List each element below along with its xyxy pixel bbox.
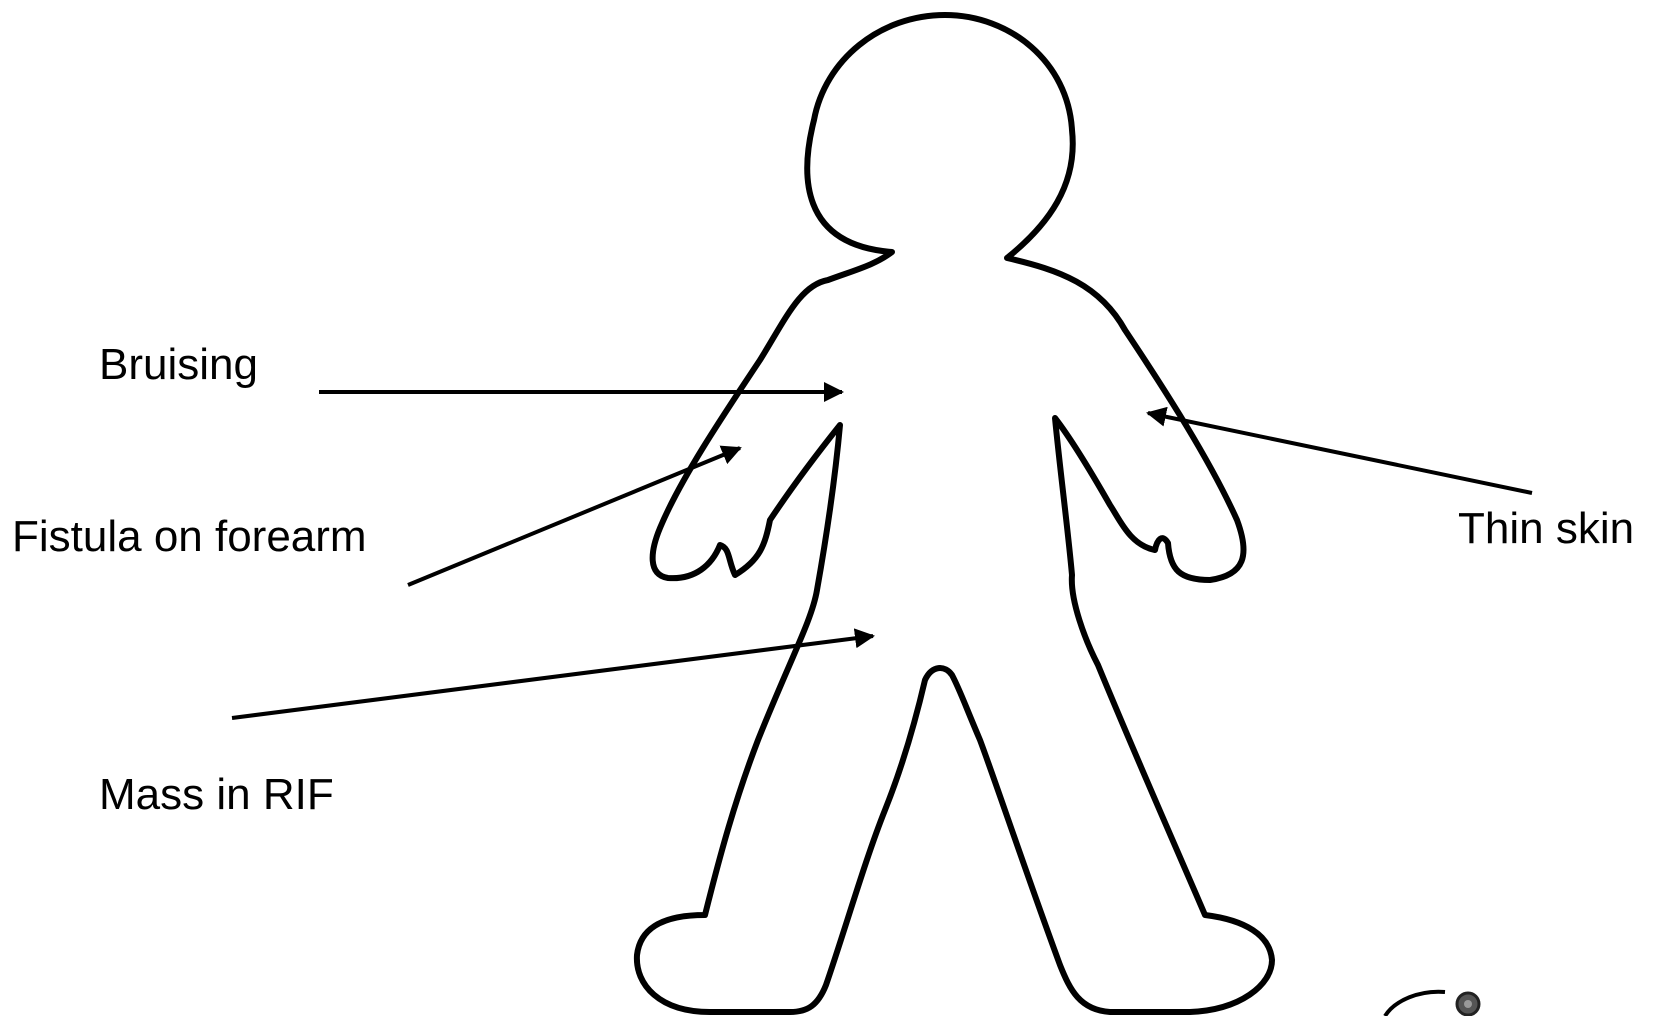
stethoscope-icon [1385,992,1479,1016]
annotation-thin-skin: Thin skin [1458,507,1634,551]
annotation-mass: Mass in RIF [99,773,334,817]
annotation-fistula: Fistula on forearm [12,515,367,559]
annotation-bruising: Bruising [99,343,258,387]
body-outline [637,15,1272,1012]
